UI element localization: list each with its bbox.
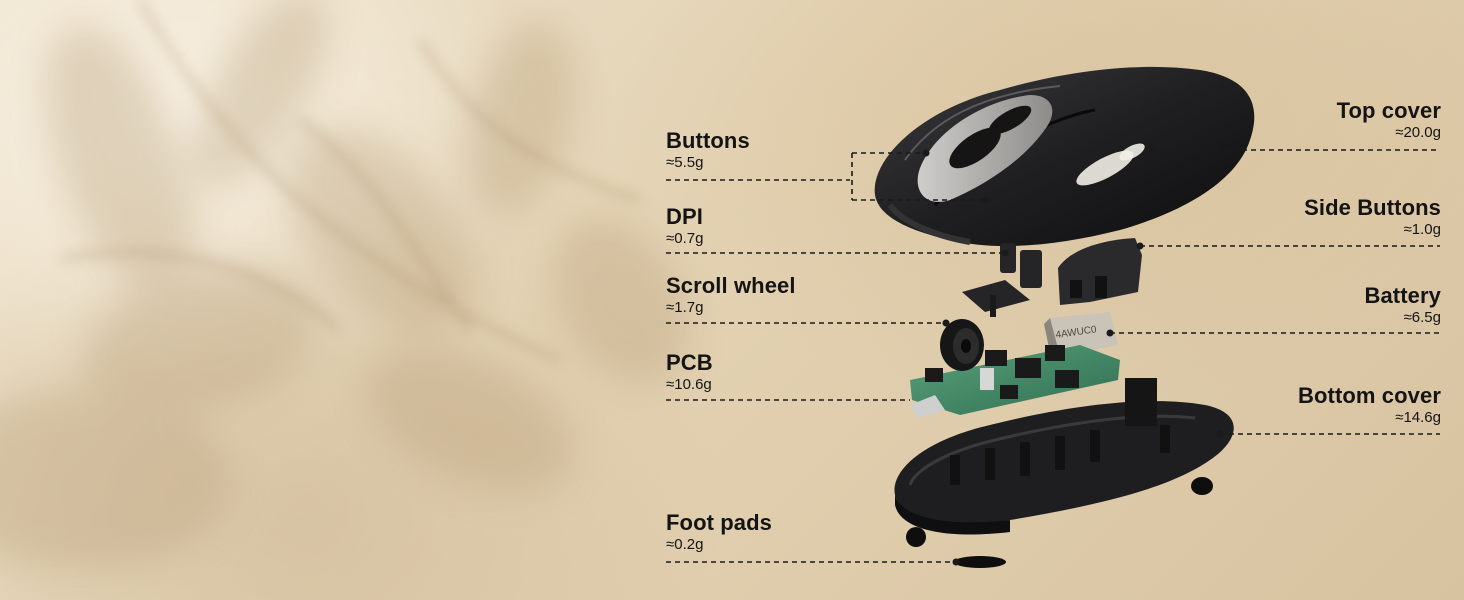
- buttons-part: [917, 95, 1053, 202]
- label-battery-name: Battery: [1364, 283, 1441, 308]
- label-battery-weight: ≈6.5g: [1403, 309, 1441, 326]
- label-battery: Battery ≈6.5g: [1364, 283, 1441, 327]
- label-bottom-cover-name: Bottom cover: [1298, 383, 1441, 408]
- side-buttons-part: [1058, 238, 1142, 305]
- battery-part: 4AWUC0: [1044, 312, 1118, 362]
- label-dpi-weight: ≈0.7g: [666, 230, 704, 247]
- label-top-cover-weight: ≈20.0g: [1395, 124, 1441, 141]
- label-buttons-weight: ≈5.5g: [666, 154, 704, 171]
- label-side-buttons-weight: ≈1.0g: [1403, 221, 1441, 238]
- label-scroll-wheel: Scroll wheel ≈1.7g: [666, 273, 796, 317]
- label-scroll-wheel-weight: ≈1.7g: [666, 299, 704, 316]
- label-bottom-cover: Bottom cover ≈14.6g: [1298, 383, 1441, 427]
- dpi-part: [962, 243, 1042, 317]
- label-pcb-weight: ≈10.6g: [666, 376, 712, 393]
- pcb-part: [910, 345, 1120, 418]
- label-pcb: PCB ≈10.6g: [666, 350, 713, 394]
- label-side-buttons-name: Side Buttons: [1304, 195, 1441, 220]
- label-top-cover: Top cover ≈20.0g: [1337, 98, 1441, 142]
- label-bottom-cover-weight: ≈14.6g: [1395, 409, 1441, 426]
- leader-buttons-bracket: [851, 152, 985, 201]
- bottom-cover-part: [894, 378, 1234, 535]
- label-foot-pads-weight: ≈0.2g: [666, 536, 704, 553]
- label-buttons-name: Buttons: [666, 128, 750, 153]
- label-foot-pads: Foot pads ≈0.2g: [666, 510, 772, 554]
- label-side-buttons: Side Buttons ≈1.0g: [1304, 195, 1441, 239]
- leader-dots: [922, 146, 1224, 566]
- label-pcb-name: PCB: [666, 350, 713, 375]
- label-scroll-wheel-name: Scroll wheel: [666, 273, 796, 298]
- label-dpi-name: DPI: [666, 204, 703, 229]
- foot-pads-part: [906, 477, 1213, 568]
- label-foot-pads-name: Foot pads: [666, 510, 773, 535]
- label-top-cover-name: Top cover: [1336, 98, 1441, 123]
- leader-lines: [666, 149, 1440, 563]
- label-buttons: Buttons ≈5.5g: [666, 128, 750, 172]
- scroll-wheel-part: [940, 319, 984, 371]
- label-dpi: DPI ≈0.7g: [666, 204, 703, 248]
